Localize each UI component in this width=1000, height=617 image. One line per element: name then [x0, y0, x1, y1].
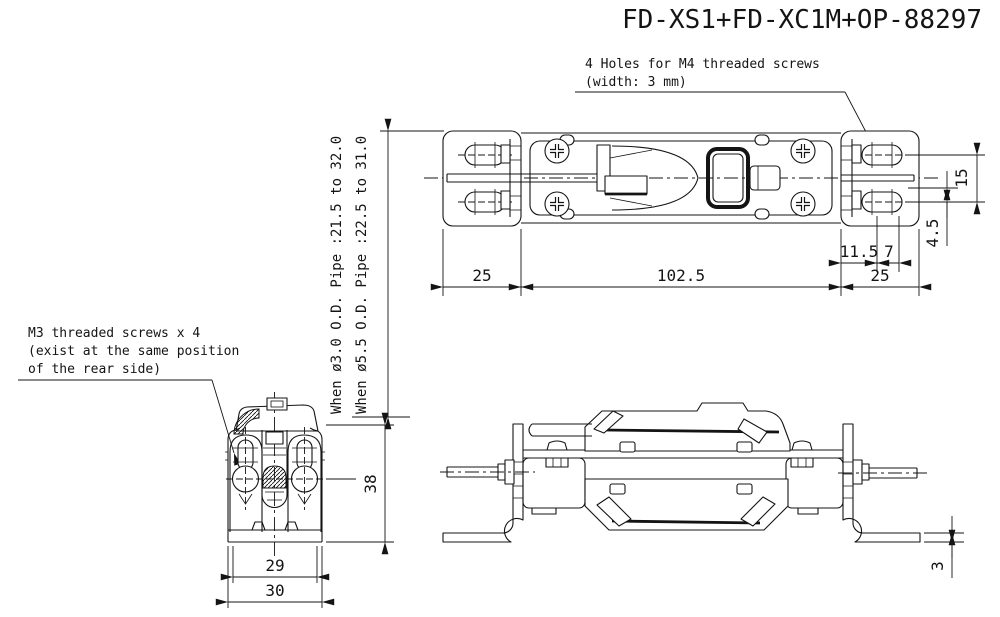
screw-icon: [544, 138, 570, 164]
clamp-jaw: [851, 190, 862, 210]
m3-note-leader: [18, 379, 241, 466]
feet-tabs: [251, 521, 299, 531]
right-lobe: [287, 434, 322, 532]
center-slot: [261, 430, 288, 509]
bolt-stack: [545, 440, 569, 468]
dim-body-length: 102.5: [657, 266, 705, 285]
screw-icon: [790, 191, 816, 217]
display-window: [712, 153, 744, 203]
pipe: [446, 144, 915, 196]
latch-notch: [754, 134, 770, 146]
dim-end-height: 38: [361, 474, 380, 493]
m3-note: M3 threaded screws x 4 (exist at the sam…: [18, 326, 241, 466]
holes-note-line1: 4 Holes for M4 threaded screws: [585, 57, 820, 72]
clamp-jaw: [500, 144, 511, 164]
latch-wedge: [737, 418, 768, 444]
clamp-screw-head: [262, 465, 287, 489]
lower-body: [584, 478, 789, 531]
holes-note-line2: (width: 3 mm): [585, 75, 687, 90]
clamp-jaw: [851, 144, 862, 164]
holes-note: 4 Holes for M4 threaded screws (width: 3…: [575, 57, 875, 145]
side-view-dimensions: 3: [924, 516, 964, 578]
left-lobe: [229, 434, 263, 532]
display-bezel: [706, 147, 750, 209]
left-bracket: [442, 423, 524, 543]
bolt-stack: [790, 440, 814, 468]
side-view: [440, 402, 930, 543]
right-bracket: [842, 423, 921, 543]
screw-icon: [544, 191, 570, 217]
top-view: [424, 130, 938, 227]
dim-hole-vertical-pitch: 15: [952, 168, 971, 187]
right-flange: [840, 130, 920, 227]
dim-right-flange-width: 25: [870, 266, 889, 285]
clamp-screw-slot: [265, 431, 284, 445]
dim-hole-center-offset: 4.5: [923, 219, 942, 248]
body-tab: [797, 507, 819, 515]
pipe-left: [440, 459, 535, 485]
end-view-dimensions: 38 29 30: [215, 412, 394, 608]
phillips-screws: [544, 138, 816, 217]
pipe-note-line1: When ø3.0 O.D. Pipe :21.5 to 32.0: [329, 136, 345, 414]
dim-hole-half-pitch: 7: [884, 242, 894, 261]
thread-symbol: [238, 493, 312, 505]
upper-body: [528, 402, 791, 453]
connector-block: [749, 165, 781, 191]
dim-end-inner-width: 29: [265, 556, 284, 575]
dim-end-outer-width: 30: [265, 581, 284, 600]
m3-note-line3: of the rear side): [28, 362, 161, 377]
m3-note-line2: (exist at the same position: [28, 344, 239, 359]
end-view: [225, 392, 325, 558]
body-tab: [531, 507, 557, 515]
m3-note-line1: M3 threaded screws x 4: [28, 326, 200, 341]
upper-pipe: [528, 423, 592, 437]
pipe-note-line2: When ø5.5 O.D. Pipe :22.5 to 31.0: [354, 136, 370, 414]
latch-wedge: [593, 410, 624, 434]
holes-note-leader: [575, 91, 875, 145]
drawing-title: FD-XS1+FD-XC1M+OP-88297: [622, 5, 982, 35]
left-flange: [442, 130, 522, 227]
latch-wedge: [740, 496, 776, 527]
dim-left-flange-width: 25: [472, 266, 491, 285]
latch-wedge: [596, 496, 632, 527]
pipe-stub-right: [841, 174, 915, 182]
latch-notch: [754, 208, 770, 220]
display-module: [706, 147, 781, 209]
clamp-lever-section: [233, 408, 260, 435]
clamp-block: [604, 175, 648, 195]
clamp-jaw: [500, 190, 511, 210]
dim-foot-thickness: 3: [928, 561, 947, 571]
pipe-right: [838, 459, 930, 485]
pipe-range-note: When ø3.0 O.D. Pipe :21.5 to 32.0 When ø…: [329, 118, 444, 430]
dim-hole-edge-distance: 11.5: [840, 242, 879, 261]
top-view-dimensions: 25 102.5 25 11.5 7 15 4.5: [430, 142, 985, 296]
sensor-head: [611, 145, 699, 211]
screw-icon: [790, 138, 816, 164]
